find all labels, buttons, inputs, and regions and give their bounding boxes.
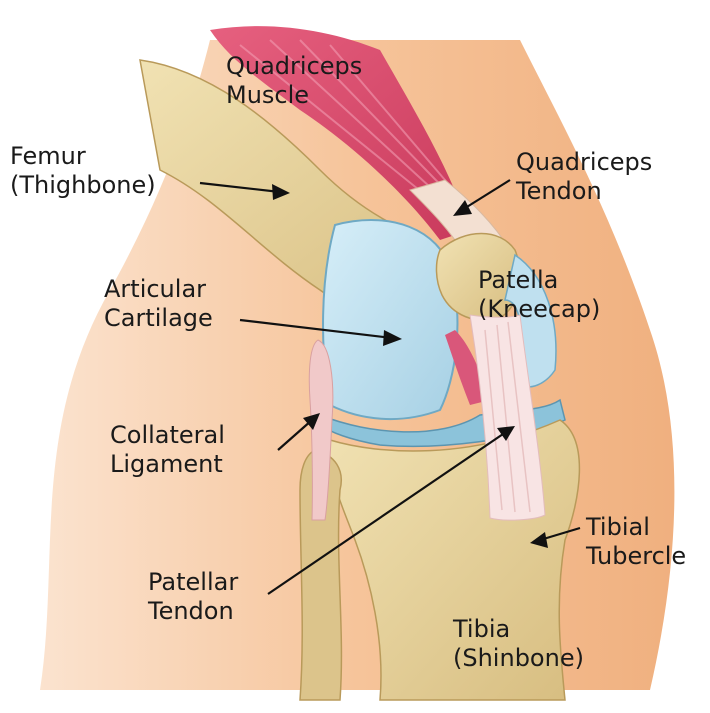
label-collateral-ligament: Collateral Ligament: [110, 421, 225, 479]
label-femur: Femur (Thighbone): [10, 142, 156, 200]
label-tibia: Tibia (Shinbone): [453, 615, 584, 673]
articular-cartilage-shape: [323, 220, 457, 419]
label-patella: Patella (Kneecap): [478, 266, 600, 324]
label-tibial-tubercle: Tibial Tubercle: [586, 513, 686, 571]
label-quadriceps-tendon: Quadriceps Tendon: [516, 148, 652, 206]
label-articular-cartilage: Articular Cartilage: [104, 275, 213, 333]
label-quadriceps-muscle: Quadriceps Muscle: [226, 52, 362, 110]
label-patellar-tendon: Patellar Tendon: [148, 568, 238, 626]
